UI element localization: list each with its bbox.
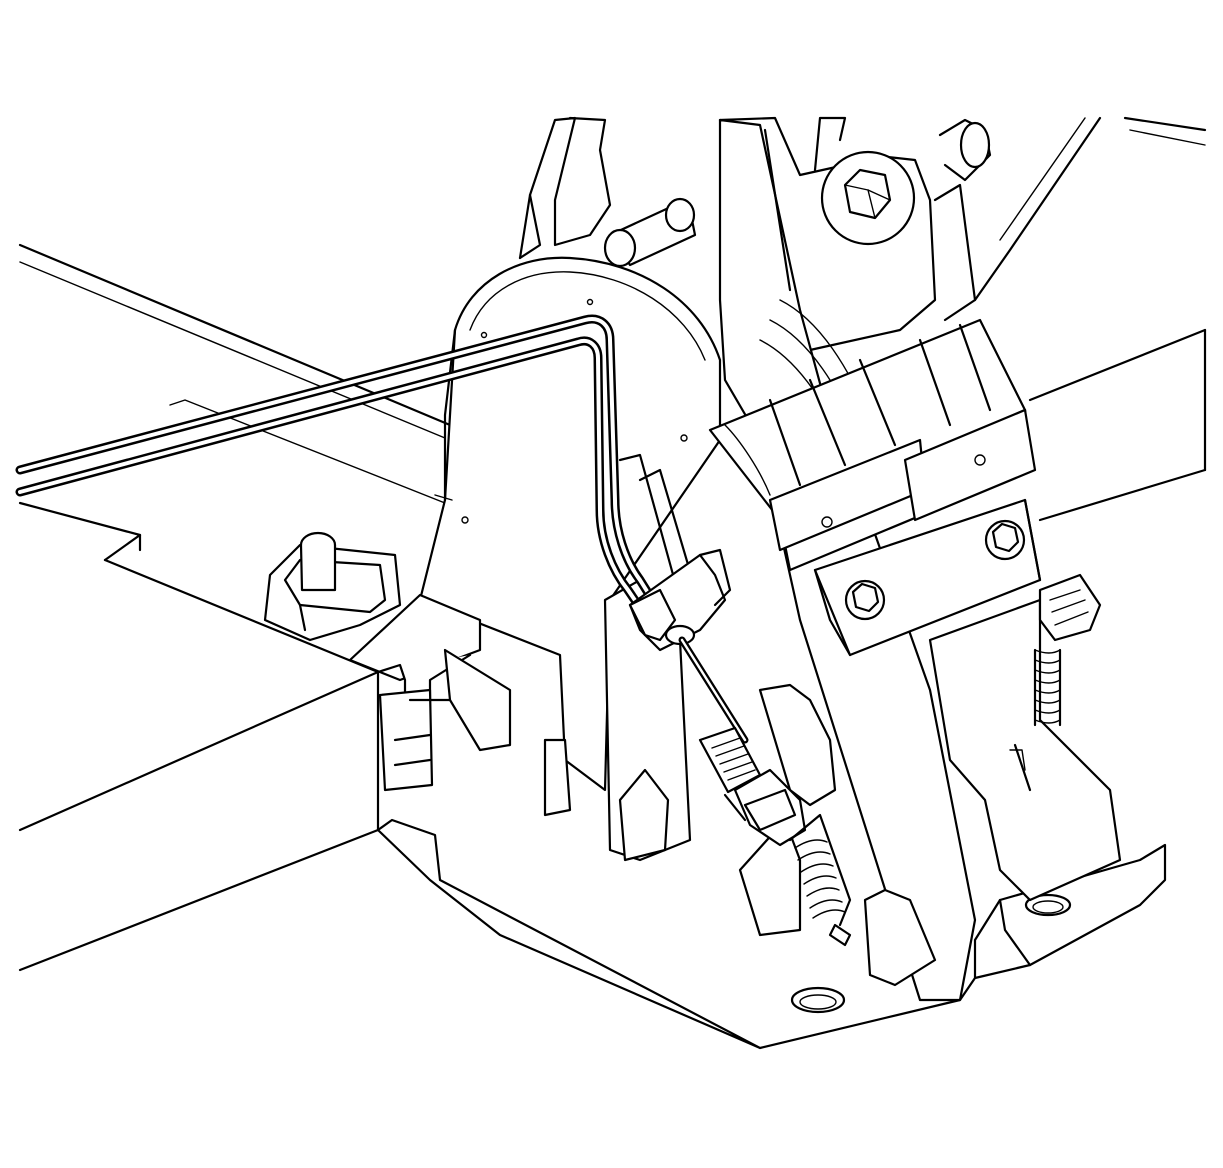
inner-cable [678,636,749,744]
hex-bolt-left [844,579,886,621]
base-plate [376,818,1167,1050]
mounting-hole [790,986,846,1014]
hex-bolt-right [984,519,1026,561]
upper-bracket [518,116,1102,302]
brake-cable [15,314,670,635]
cable-clip [628,548,732,652]
floor-panel-right [1028,116,1207,522]
return-spring [788,813,852,947]
link-assembly [263,531,512,792]
mounting-hole-right [1024,893,1072,917]
spring-right [1033,573,1102,727]
center-rib [543,453,937,987]
hex-bolt-upper [820,150,916,246]
cable-connector [698,683,837,847]
pivot-pin [603,197,697,268]
rear-pedal-plate [928,598,1122,902]
clamp-block [708,318,1037,572]
